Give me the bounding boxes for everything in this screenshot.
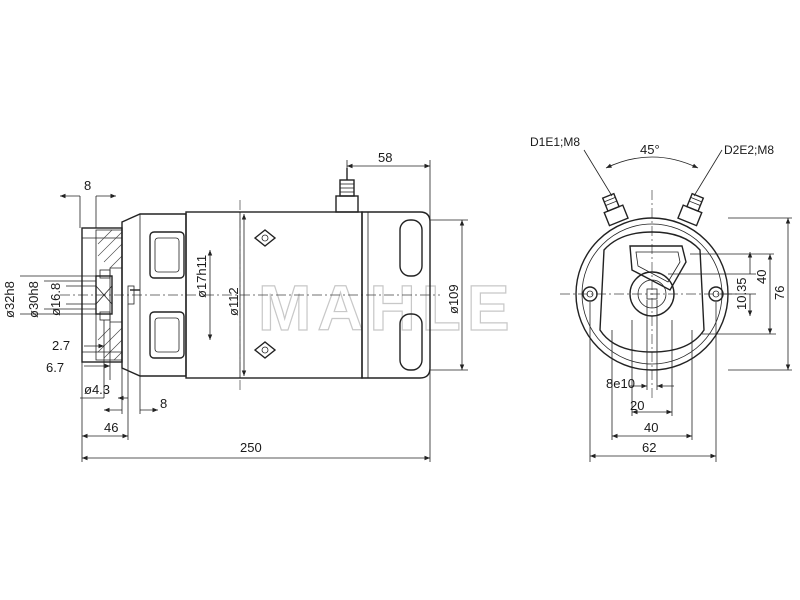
dim-8-top: 8 xyxy=(84,178,91,193)
dim-dia-16-8: ø16.8 xyxy=(48,283,63,316)
dim-dia-17h11: ø17h11 xyxy=(194,255,209,298)
dim-62: 62 xyxy=(642,440,656,455)
dim-76: 76 xyxy=(772,286,787,300)
dim-dia-109: ø109 xyxy=(446,284,461,314)
dim-dia-32h8: ø32h8 xyxy=(2,281,17,318)
terminal-left xyxy=(601,192,629,227)
dim-6-7: 6.7 xyxy=(46,360,64,375)
dim-angle-45: 45° xyxy=(640,142,660,157)
dim-8e10: 8e10 xyxy=(606,376,635,391)
terminal-right xyxy=(677,192,705,227)
dim-10-35: 10.35 xyxy=(734,277,749,310)
dim-40-horizontal: 40 xyxy=(644,420,658,435)
label-terminal-d2e2: D2E2;M8 xyxy=(724,143,774,157)
mounting-boss-top xyxy=(253,229,277,247)
dim-dia-4-3: ø4.3 xyxy=(84,382,110,397)
dim-40-vertical: 40 xyxy=(754,270,769,284)
side-view: 8 58 ø32h8 ø30h8 ø16.8 ø17h11 ø112 ø109 … xyxy=(2,150,468,462)
dim-dia-112: ø112 xyxy=(226,287,241,316)
dim-46: 46 xyxy=(104,420,118,435)
dim-2-7: 2.7 xyxy=(52,338,70,353)
dim-250: 250 xyxy=(240,440,262,455)
dim-20: 20 xyxy=(630,398,644,413)
dim-8-bottom: 8 xyxy=(160,396,167,411)
watermark-logo: MAHLE xyxy=(258,272,516,344)
dim-dia-30h8: ø30h8 xyxy=(26,281,41,318)
dim-58: 58 xyxy=(378,150,392,165)
end-view: D1E1;M8 D2E2;M8 45° 10.35 40 76 8e10 20 xyxy=(530,135,792,462)
label-terminal-d1e1: D1E1;M8 xyxy=(530,135,580,149)
mounting-boss-bottom xyxy=(253,341,277,359)
